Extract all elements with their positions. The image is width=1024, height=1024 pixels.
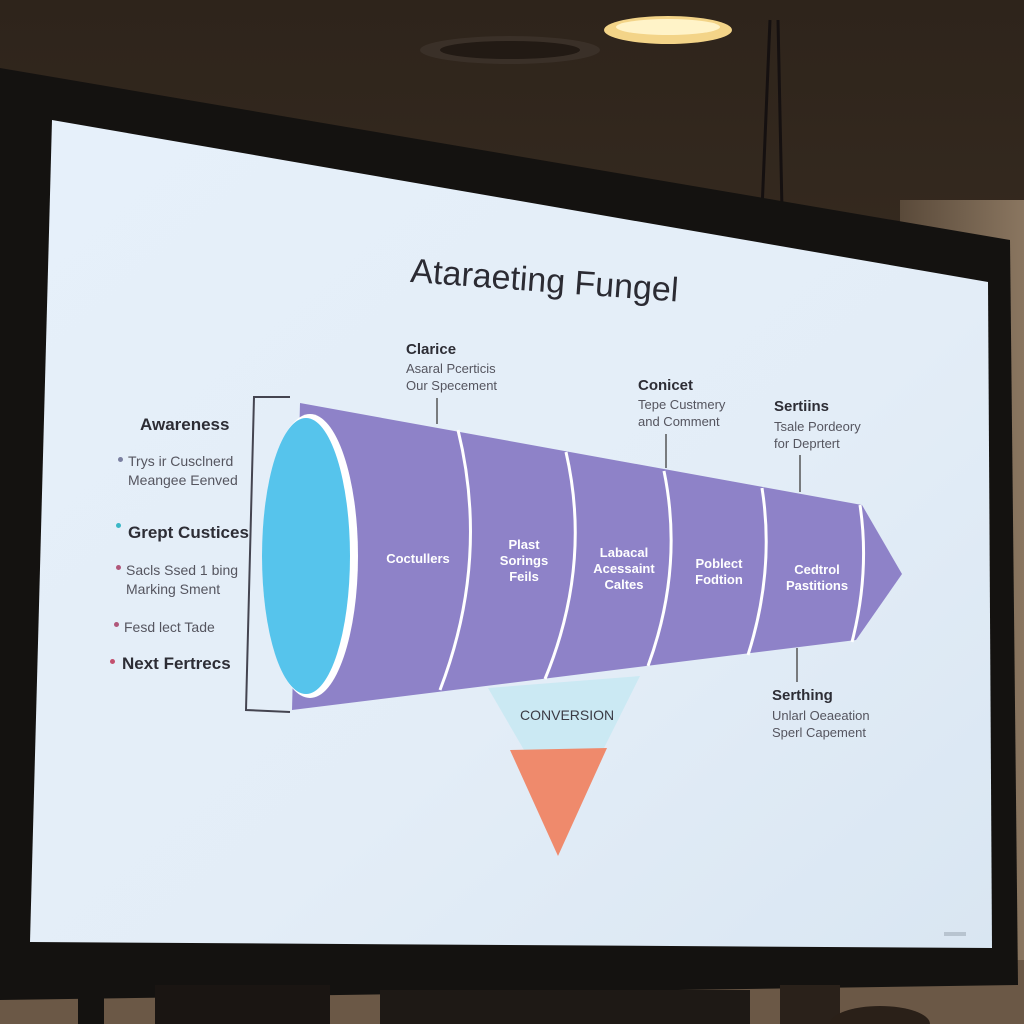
stage-header-subtitle: Asaral Pcerticis Our Specement <box>406 361 498 393</box>
bullet-dot <box>116 523 121 528</box>
side-list-item: Fesd lect Tade <box>124 619 215 635</box>
stage-header-title: Conicet <box>638 377 694 394</box>
funnel-mouth <box>262 418 350 694</box>
awareness-heading: Awareness <box>140 415 230 434</box>
side-list-item: Trys ir Cusclnerd Meangee Eenved <box>128 453 238 488</box>
conversion-band <box>488 676 640 750</box>
funnel-segment-label: Labacal Acessaint Caltes <box>593 545 655 592</box>
side-list-item: Next Fertrecs <box>122 654 231 673</box>
segment-divider <box>543 451 577 680</box>
funnel-segment-label: Coctullers <box>386 551 450 566</box>
conversion-label: CONVERSION <box>520 707 615 723</box>
funnel-segment-label: Plast Sorings Feils <box>499 537 549 584</box>
stage-header-subtitle: Tepe Custmery and Comment <box>638 397 726 429</box>
segment-divider <box>646 470 673 667</box>
side-list-item: Sacls Ssed 1 bing Marking Sment <box>126 562 239 597</box>
funnel-segment-label: Poblect Fodtion <box>695 556 743 587</box>
stage-header-subtitle: Unlarl Oeaeation Sperl Capement <box>772 708 870 740</box>
stage-header-subtitle: Tsale Pordeory for Deprtert <box>774 419 861 451</box>
funnel-segment-label: Cedtrol Pastitions <box>785 562 849 593</box>
bullet-dot <box>114 622 119 627</box>
stage-header-title: Serthing <box>772 687 833 704</box>
stage-header-title: Sertiins <box>774 398 830 415</box>
bracket-line <box>244 396 291 713</box>
segment-divider <box>746 487 768 656</box>
stage-header-title: Clarice <box>406 341 457 358</box>
screen-corner-mark <box>944 932 966 936</box>
bullet-dot <box>118 457 123 462</box>
conversion-tip <box>510 748 607 856</box>
funnel-body <box>292 403 902 710</box>
segment-divider <box>438 429 472 691</box>
segment-divider <box>850 504 866 643</box>
bullet-dot <box>110 659 115 664</box>
bullet-dot <box>116 565 121 570</box>
side-list-item: Grept Custices <box>128 523 249 542</box>
